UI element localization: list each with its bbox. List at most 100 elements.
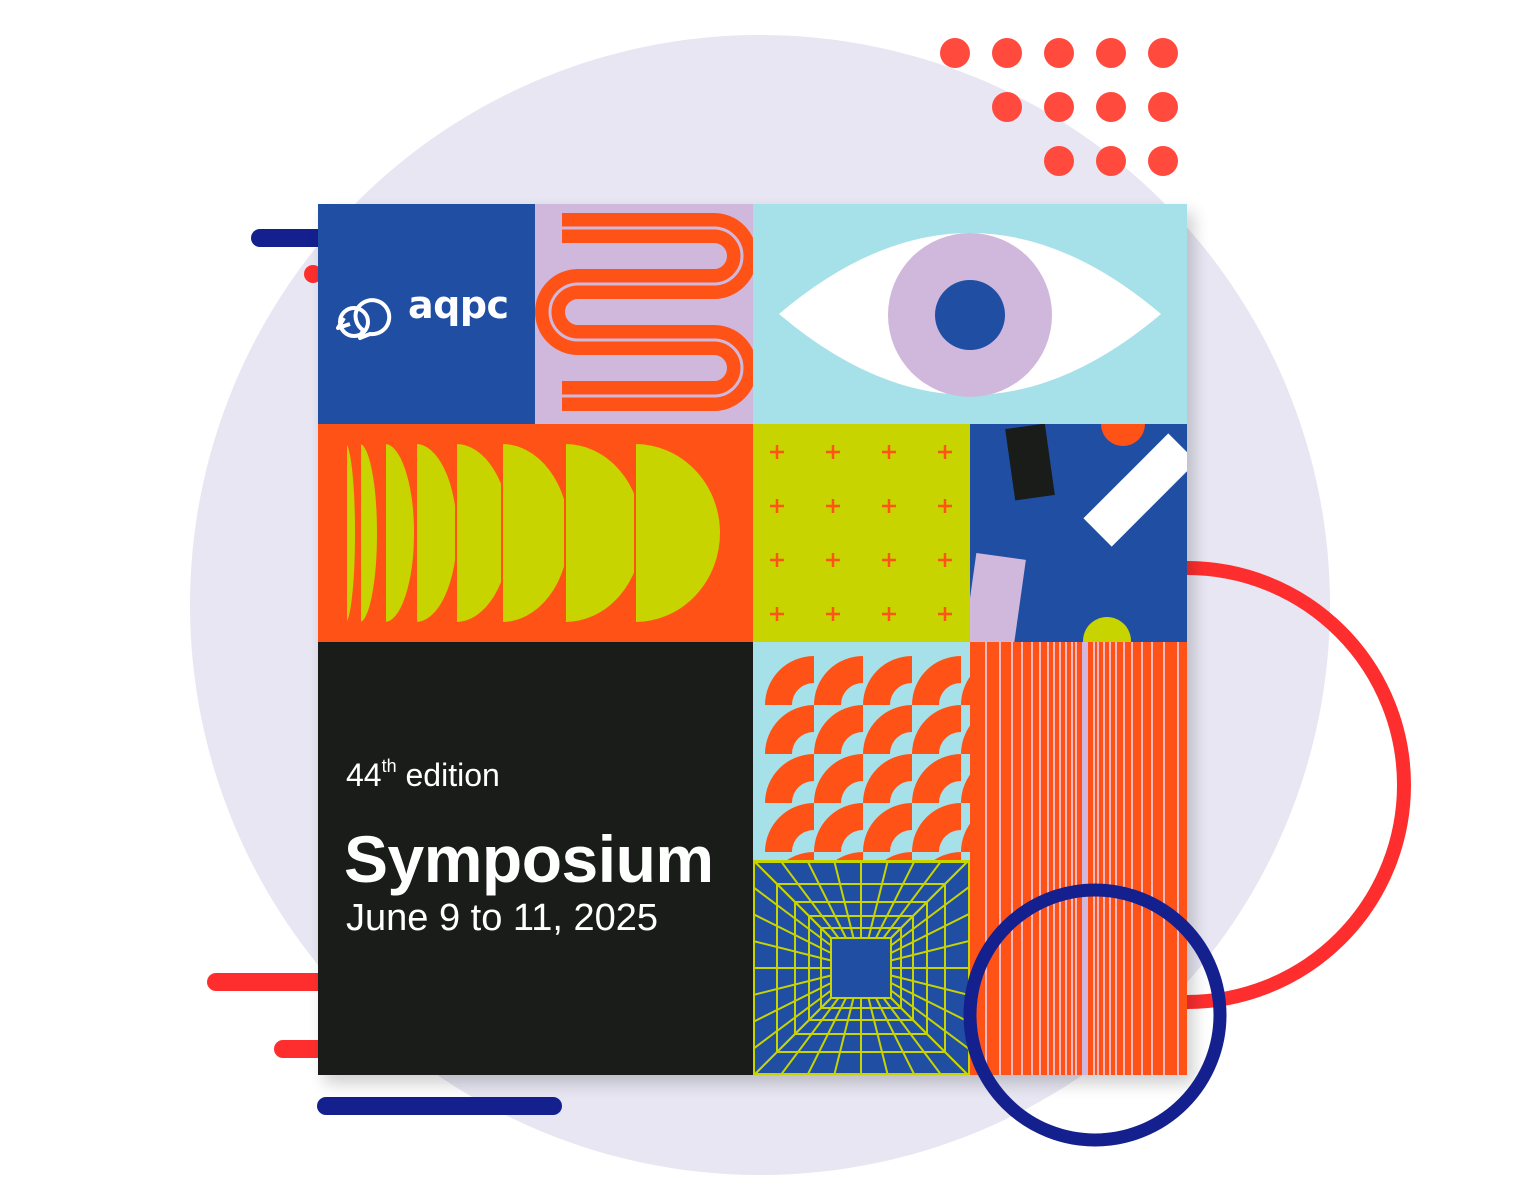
quarter-arc xyxy=(912,705,961,754)
tunnel-ray xyxy=(875,997,916,1075)
quarter-arc xyxy=(912,803,961,852)
quarter-arc xyxy=(814,705,863,754)
tunnel-ray xyxy=(890,982,970,1024)
tunnel-ray xyxy=(882,997,943,1075)
quarter-arc xyxy=(863,705,912,754)
red-dot xyxy=(1044,146,1074,176)
quarter-arc xyxy=(863,656,912,705)
eye-pupil xyxy=(935,280,1005,350)
red-dot xyxy=(1096,146,1126,176)
event-title: Symposium xyxy=(344,822,714,896)
plus-mark xyxy=(882,445,896,459)
tunnel-ray xyxy=(753,912,832,954)
tunnel-ray xyxy=(806,997,847,1075)
tunnel-ray xyxy=(753,885,832,947)
speech-bubbles-icon xyxy=(336,298,392,340)
quarter-arc xyxy=(961,725,970,754)
quarter-arc xyxy=(765,803,814,852)
edition-word: edition xyxy=(405,757,500,793)
title-panel xyxy=(318,642,753,1075)
plus-mark xyxy=(826,445,840,459)
tunnel-ray xyxy=(778,860,840,939)
red-dot xyxy=(1096,92,1126,122)
quarter-arc xyxy=(863,754,912,803)
quarter-arc xyxy=(912,656,961,705)
plus-mark xyxy=(826,607,840,621)
tunnel-ray xyxy=(875,860,917,939)
red-dot xyxy=(1148,92,1178,122)
plus-mark xyxy=(770,553,784,567)
semicircle-pattern xyxy=(345,441,722,625)
plus-mark xyxy=(770,445,784,459)
tunnel-ray xyxy=(890,997,970,1075)
tunnel-ray xyxy=(753,982,832,1024)
quarter-arc xyxy=(836,852,863,860)
tunnel-ray xyxy=(753,989,832,1051)
red-dot-grid xyxy=(940,38,1178,176)
tunnel-ray xyxy=(753,939,832,962)
tunnel-ray xyxy=(753,974,832,997)
plus-pattern xyxy=(770,445,952,621)
red-dot xyxy=(1148,38,1178,68)
tunnel-ray xyxy=(833,997,855,1075)
plus-mark xyxy=(826,553,840,567)
tunnel-ray xyxy=(867,997,889,1075)
plus-mark xyxy=(938,607,952,621)
red-dot xyxy=(940,38,970,68)
event-dates: June 9 to 11, 2025 xyxy=(346,897,658,939)
red-dot xyxy=(1096,38,1126,68)
tunnel-ray xyxy=(890,860,970,939)
red-dot xyxy=(1044,92,1074,122)
quarter-arc xyxy=(765,705,814,754)
quarter-arc xyxy=(885,852,912,860)
tunnel-ray xyxy=(753,997,832,1075)
plus-mark xyxy=(826,499,840,513)
quarter-arc xyxy=(961,774,970,803)
quarter-circle-pattern xyxy=(765,656,970,860)
tunnel-ray xyxy=(753,860,832,939)
red-dot xyxy=(1148,146,1178,176)
tunnel-ray xyxy=(890,939,970,962)
tunnel-ray xyxy=(882,860,944,939)
logo-wordmark: aqpc xyxy=(408,283,509,327)
tunnel-ray xyxy=(890,989,970,1051)
edition-label: 44th edition xyxy=(346,757,500,791)
plus-mark xyxy=(882,607,896,621)
plus-mark xyxy=(770,499,784,513)
quarter-arc xyxy=(863,803,912,852)
quarter-arc xyxy=(934,852,961,860)
plus-grid-tile xyxy=(753,424,970,642)
plus-mark xyxy=(882,499,896,513)
tunnel-ray xyxy=(890,885,970,947)
quarter-arc xyxy=(814,656,863,705)
quarter-arc xyxy=(787,852,814,860)
vertical-stripes xyxy=(985,642,1179,1075)
plus-mark xyxy=(938,553,952,567)
tunnel-ray xyxy=(805,860,847,939)
abstract-shapes xyxy=(970,424,1187,642)
plus-mark xyxy=(938,499,952,513)
quarter-arc xyxy=(961,676,970,705)
edition-number: 44 xyxy=(346,757,382,793)
tunnel-ray xyxy=(890,974,970,997)
plus-mark xyxy=(770,607,784,621)
quarter-arc xyxy=(765,656,814,705)
quarter-arc xyxy=(765,754,814,803)
quarter-arc xyxy=(814,754,863,803)
quarter-arc xyxy=(961,823,970,852)
red-dot xyxy=(1044,38,1074,68)
quarter-arc xyxy=(814,803,863,852)
navy-ring xyxy=(963,883,1227,1147)
tunnel-ray xyxy=(779,997,840,1075)
tunnel-ray xyxy=(832,860,855,939)
tunnel-ray xyxy=(890,912,970,954)
red-dot xyxy=(992,92,1022,122)
plus-mark xyxy=(882,553,896,567)
red-dot xyxy=(992,38,1022,68)
quarter-arc xyxy=(912,754,961,803)
red-dot-small xyxy=(304,265,322,283)
stripes-tile xyxy=(970,642,1187,1075)
edition-suffix: th xyxy=(381,756,397,776)
